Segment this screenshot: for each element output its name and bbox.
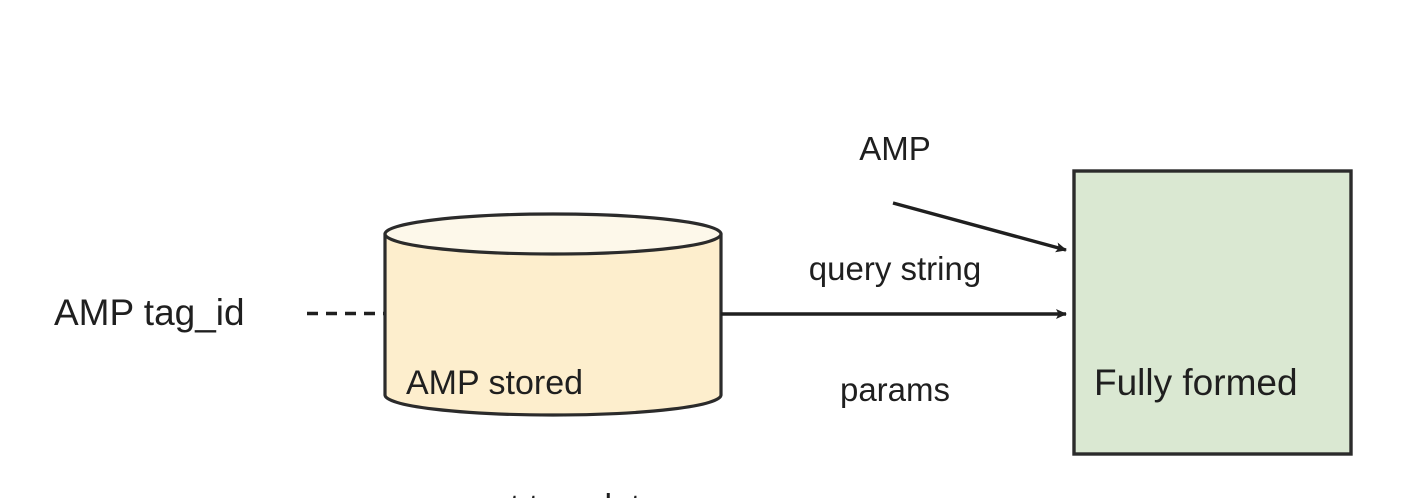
cylinder-label-line-1: AMP stored — [406, 363, 584, 402]
cylinder-label-line-2: request template — [406, 487, 659, 498]
connector-params-to-box — [892, 201, 1067, 253]
node-fully-formed-ortb[interactable] — [1072, 169, 1353, 456]
label-cylinder-text: AMP stored request template — [406, 280, 659, 498]
cylinder-top — [383, 212, 723, 256]
output-box-line-1: Fully formed — [1094, 362, 1298, 404]
node-amp-stored-request-template[interactable] — [383, 212, 723, 417]
label-output-box-text: Fully formed ORTB — [1094, 270, 1298, 498]
query-string-line-3: params — [839, 371, 951, 408]
label-query-string-params: AMP query string params — [770, 48, 1020, 491]
query-string-line-1: AMP — [859, 129, 931, 167]
output-box-rect — [1072, 169, 1353, 456]
cylinder-body — [383, 232, 723, 417]
query-string-line-2: query string — [808, 250, 982, 288]
label-amp-tag-id: AMP tag_id — [54, 292, 245, 333]
